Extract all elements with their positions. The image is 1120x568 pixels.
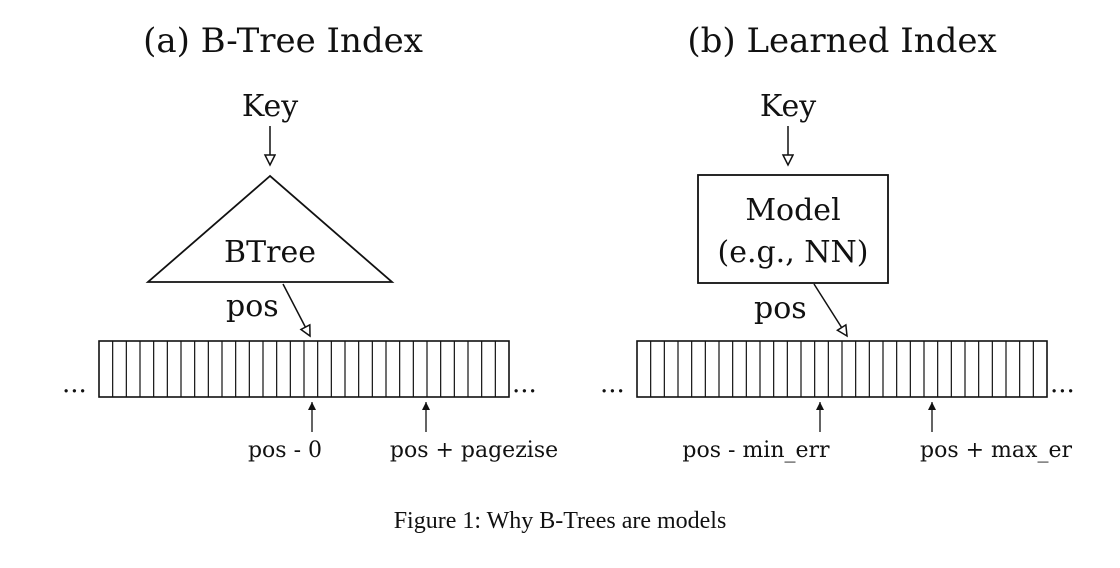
panel-a-pos-label: pos bbox=[226, 289, 279, 324]
model-label-line2: (e.g., NN) bbox=[717, 235, 868, 270]
panel-a-right-ellipsis: ... bbox=[512, 369, 537, 399]
panel-a-key-label: Key bbox=[242, 89, 298, 124]
btree-label: BTree bbox=[224, 235, 316, 270]
panel-b: (b) Learned Index Key Model (e.g., NN) p… bbox=[600, 21, 1075, 463]
btree-to-array-arrow bbox=[282, 283, 310, 336]
panel-b-pos-label: pos bbox=[754, 291, 807, 326]
btree-triangle bbox=[145, 174, 395, 283]
panel-a-left-ellipsis: ... bbox=[62, 369, 87, 399]
panel-a-array bbox=[98, 340, 510, 398]
model-label-line1: Model bbox=[745, 193, 840, 228]
panel-b-title: (b) Learned Index bbox=[687, 21, 996, 61]
panel-a-title: (a) B-Tree Index bbox=[143, 21, 423, 61]
panel-b-lower-bound-label: pos - min_err bbox=[682, 438, 830, 463]
panel-a-lower-bound-label: pos - 0 bbox=[248, 438, 322, 463]
model-to-array-arrow bbox=[813, 283, 847, 336]
panel-a-upper-bound-label: pos + pagezise bbox=[390, 438, 558, 463]
panel-b-left-ellipsis: ... bbox=[600, 369, 625, 399]
model-box bbox=[697, 174, 889, 284]
panel-a: (a) B-Tree Index Key BTree pos ... ... p… bbox=[62, 21, 558, 463]
panel-b-array bbox=[636, 340, 1048, 398]
panel-b-right-ellipsis: ... bbox=[1050, 369, 1075, 399]
figure-caption: Figure 1: Why B-Trees are models bbox=[393, 508, 727, 534]
panel-b-upper-bound-label: pos + max_er bbox=[920, 438, 1072, 463]
panel-b-key-label: Key bbox=[760, 89, 816, 124]
